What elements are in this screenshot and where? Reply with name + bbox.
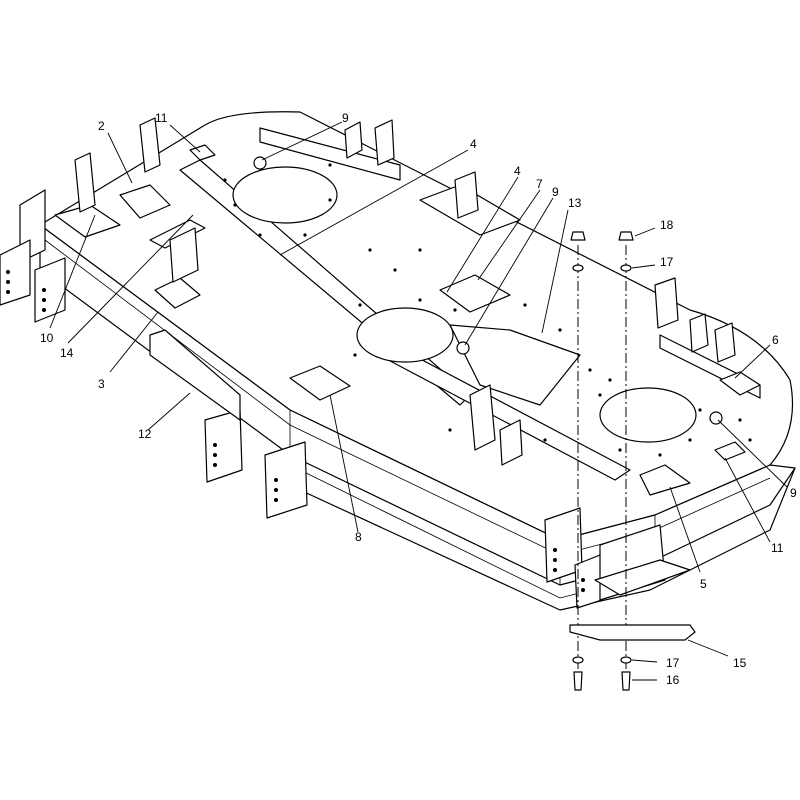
callout-14: 14	[60, 346, 74, 360]
callout-17-upper: 17	[660, 255, 674, 269]
callout-3: 3	[98, 377, 105, 391]
leader-lines	[49, 121, 788, 681]
callout-6: 6	[772, 333, 779, 347]
callout-16: 16	[666, 673, 680, 687]
mower-blade	[569, 624, 696, 641]
callout-11-right: 11	[771, 541, 784, 555]
spindle-openings	[232, 166, 697, 443]
callout-8: 8	[355, 530, 362, 544]
side-plate	[149, 329, 691, 601]
brackets	[0, 117, 736, 609]
callout-17-lower: 17	[666, 656, 680, 670]
callout-15: 15	[733, 656, 747, 670]
callout-18: 18	[660, 218, 674, 232]
callout-4-lower: 4	[514, 164, 521, 178]
callout-2: 2	[98, 119, 105, 133]
callout-13: 13	[568, 196, 582, 210]
callout-12: 12	[138, 427, 152, 441]
hardware-stacks	[570, 231, 634, 691]
callout-9-middle: 9	[552, 185, 559, 199]
callout-7: 7	[536, 177, 543, 191]
deck-holes	[223, 163, 752, 457]
callout-5: 5	[700, 577, 707, 591]
callout-9-top: 9	[342, 111, 349, 125]
callout-4-upper: 4	[470, 137, 477, 151]
grease-fittings	[253, 156, 723, 425]
callout-labels: 2 11 9 4 4 7 9 13 18 17 6 10 14 3 12 8 9…	[40, 111, 797, 687]
callout-9-right: 9	[790, 486, 797, 500]
callout-10: 10	[40, 331, 54, 345]
callout-11-top: 11	[155, 111, 168, 125]
